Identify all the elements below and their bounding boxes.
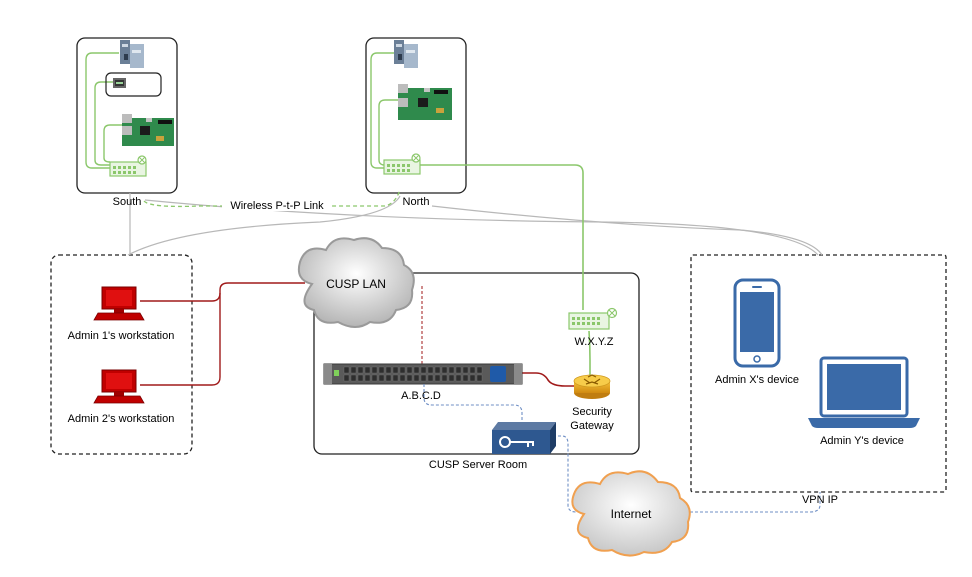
admin-y-laptop-icon	[808, 356, 920, 428]
admin2-label: Admin 2's workstation	[68, 413, 175, 425]
wireless-link-label: Wireless P-t-P Link	[230, 200, 324, 212]
cusp-lan-cloud-icon	[297, 237, 415, 328]
admin1-label: Admin 1's workstation	[68, 330, 175, 342]
abcd-label: A.B.C.D	[401, 390, 441, 402]
internet-cloud-icon	[571, 470, 691, 557]
south-label: South	[113, 196, 142, 208]
north-to-wxyz-link	[416, 164, 584, 310]
security-gateway-label-line2: Gateway	[570, 420, 614, 432]
north-green-links	[370, 52, 398, 169]
north-switch-icon	[383, 153, 421, 175]
south-site-box	[76, 37, 178, 194]
wxyz-to-gateway-link	[588, 330, 591, 378]
admin2-workstation-icon	[93, 369, 145, 404]
core-switch-icon	[323, 363, 523, 385]
south-switch-icon	[109, 155, 147, 177]
gray-link-north-admin	[127, 195, 401, 256]
admin1-workstation-icon	[93, 286, 145, 321]
admin-y-label: Admin Y's device	[820, 435, 904, 447]
switch-to-vpn-server-link	[423, 384, 523, 422]
switch-to-gateway-link	[522, 372, 575, 387]
gray-link-north-vpn	[431, 205, 823, 256]
wxyz-switch-icon	[568, 307, 618, 330]
south-thinclient-icon	[113, 78, 126, 88]
south-board-icon	[122, 114, 174, 146]
admin-workstations-box	[50, 254, 193, 455]
security-gateway-label-line1: Security	[572, 406, 612, 418]
south-green-links	[85, 52, 124, 169]
admin-x-phone-icon	[733, 278, 781, 368]
vpn-ip-label: VPN IP	[802, 494, 838, 506]
south-thinclient-box	[105, 72, 162, 97]
internet-label: Internet	[611, 507, 652, 521]
security-gateway-icon	[573, 374, 611, 399]
wireless-label-bg	[222, 198, 332, 211]
north-label: North	[403, 196, 430, 208]
vpn-server-to-internet-link	[553, 435, 580, 513]
cusp-lan-label: CUSP LAN	[326, 277, 386, 291]
north-site-box	[365, 37, 467, 194]
red-link-admin1	[140, 282, 305, 302]
red-link-admin2	[140, 293, 221, 386]
north-server-icon	[394, 40, 418, 68]
admin-x-label: Admin X's device	[715, 374, 799, 386]
south-server-icon	[120, 40, 144, 68]
wxyz-label: W.X.Y.Z	[575, 336, 614, 348]
server-room-label: CUSP Server Room	[429, 459, 527, 471]
vpn-server-key-icon	[492, 422, 556, 454]
internet-to-vpn-link	[690, 492, 821, 513]
north-board-icon	[398, 84, 452, 120]
server-room-box	[313, 272, 640, 455]
